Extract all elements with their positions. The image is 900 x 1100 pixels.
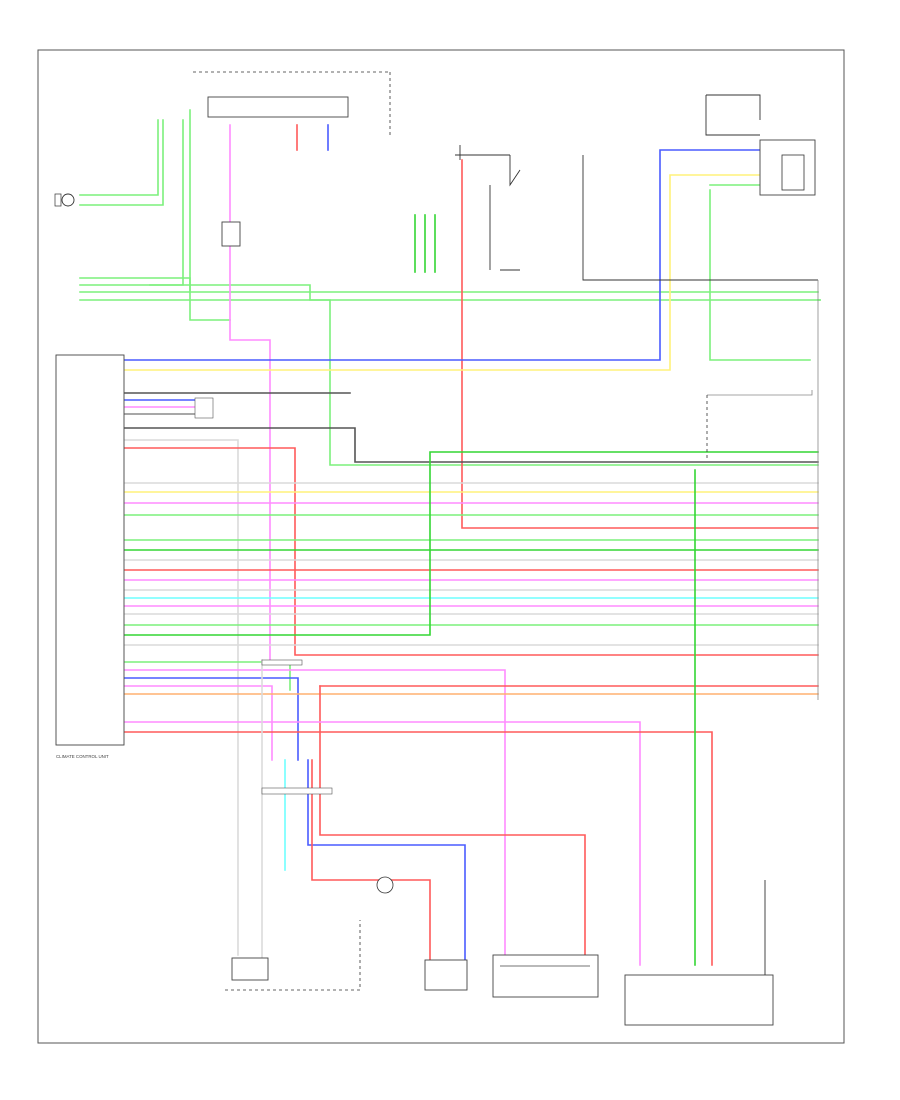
wire-red-9: [319, 685, 586, 956]
ambient-temp-sensor: [54, 193, 75, 207]
wire-ltgreen-8: [189, 109, 231, 321]
wire-pink-8: [124, 721, 641, 966]
wire-blue-3: [307, 759, 466, 961]
powertrain-control-module: [705, 94, 816, 196]
sunlight-sensor: [492, 954, 599, 998]
wire-red-long: [461, 159, 819, 529]
wire-green-pcm: [709, 189, 811, 361]
connector-blocks: [194, 397, 333, 795]
climate-control-unit: CLIMATE CONTROL UNIT: [55, 354, 125, 759]
blower-motor-unit: [706, 390, 813, 460]
wire-ltgreen-1: [79, 119, 159, 196]
climate-control-unit-label: CLIMATE CONTROL UNIT: [56, 754, 109, 759]
wire-pink-6: [124, 669, 506, 956]
wire-ltgreen-2: [79, 119, 164, 206]
in-car-temp-sensor: [225, 920, 361, 991]
wire-ltgreen-3: [149, 119, 184, 286]
wire-black-3: [124, 427, 819, 463]
evaporator-temp-sensor: [376, 876, 468, 991]
diagram-border: [37, 49, 845, 1044]
wire-red-11: [311, 759, 431, 961]
wire-yellow-pcm: [124, 174, 761, 371]
relay: [221, 145, 818, 281]
wire-ltgreen-4: [79, 277, 191, 291]
wire-green-13: [124, 451, 819, 636]
wire-ltgreen-7: [79, 299, 819, 466]
wire-red-10: [124, 731, 713, 966]
wire-pink-7: [124, 685, 273, 761]
wire-white-1: [124, 439, 239, 956]
wire-blue-pcm: [124, 149, 761, 361]
wire-red-ccu-1: [124, 447, 819, 656]
gauge-control-module: [624, 880, 774, 1026]
wires: [79, 109, 821, 971]
fuse-relay-box: [193, 71, 391, 135]
